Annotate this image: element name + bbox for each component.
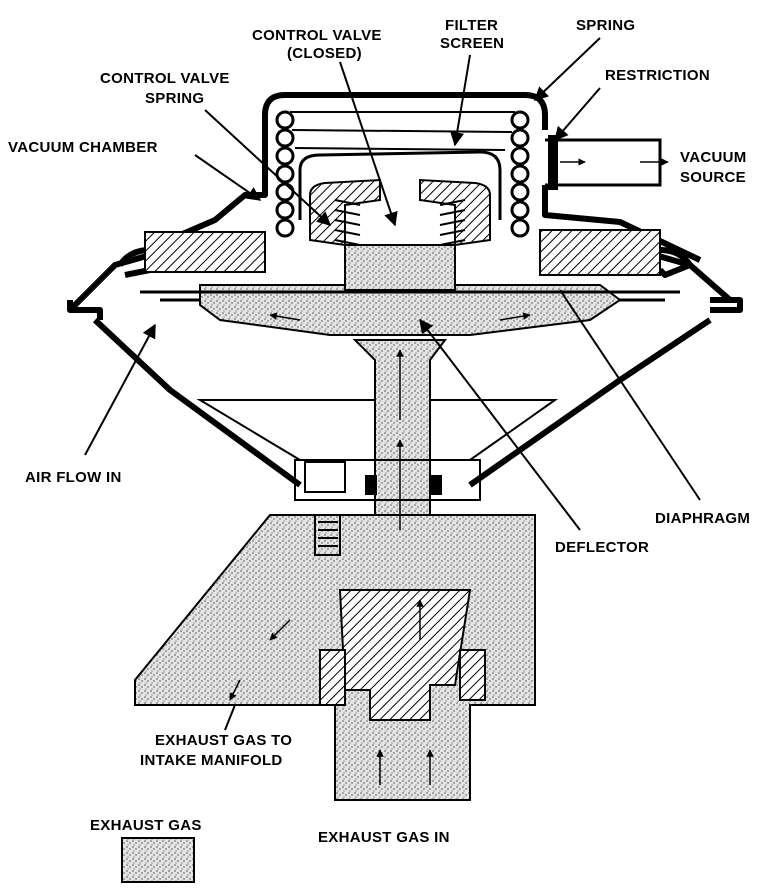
label-exhaust-gas-to-line2: INTAKE MANIFOLD bbox=[140, 752, 283, 769]
legend-exhaust-gas-swatch bbox=[121, 837, 195, 883]
leader-lines bbox=[84, 37, 701, 731]
left-flange bbox=[67, 300, 103, 320]
main-spring-right bbox=[510, 110, 530, 238]
label-vacuum-source-line2: SOURCE bbox=[680, 169, 746, 186]
control-valve-spring bbox=[334, 199, 466, 246]
label-control-valve-closed-line1: CONTROL VALVE bbox=[252, 27, 382, 44]
label-exhaust-gas-in: EXHAUST GAS IN bbox=[318, 829, 450, 846]
right-retainer bbox=[539, 229, 661, 276]
screw-thread bbox=[314, 514, 341, 556]
flow-arrows bbox=[229, 312, 531, 785]
label-vacuum-source-line1: VACUUM bbox=[680, 149, 747, 166]
seat-left bbox=[319, 649, 346, 706]
label-air-flow-in: AIR FLOW IN bbox=[25, 469, 122, 486]
label-deflector: DEFLECTOR bbox=[555, 539, 649, 556]
label-exhaust-gas-to-line1: EXHAUST GAS TO bbox=[155, 732, 292, 749]
control-valve bbox=[344, 244, 456, 291]
label-diaphragm: DIAPHRAGM bbox=[655, 510, 750, 527]
seat-right bbox=[459, 649, 486, 701]
label-control-valve-closed-line2: (CLOSED) bbox=[287, 45, 362, 62]
valve-pintle bbox=[338, 589, 472, 721]
main-spring-left bbox=[275, 110, 295, 238]
label-spring: SPRING bbox=[576, 17, 635, 34]
diaphragm-plate bbox=[199, 284, 622, 336]
spring-coils bbox=[290, 111, 515, 151]
filter-screen bbox=[298, 150, 502, 220]
label-restriction: RESTRICTION bbox=[605, 67, 710, 84]
seal-left bbox=[365, 475, 377, 495]
adjust-screw-head bbox=[304, 461, 346, 493]
legend-exhaust-gas-label: EXHAUST GAS bbox=[90, 817, 202, 834]
right-flange bbox=[710, 297, 743, 313]
seal-right bbox=[430, 475, 442, 495]
diaphragm-membrane bbox=[140, 290, 680, 302]
label-filter-screen-line1: FILTER bbox=[445, 17, 498, 34]
label-filter-screen-line2: SCREEN bbox=[440, 35, 504, 52]
restriction-orifice bbox=[548, 135, 558, 190]
base-collar bbox=[294, 459, 481, 501]
right-lip bbox=[657, 247, 693, 278]
label-control-valve-spring-line1: CONTROL VALVE bbox=[100, 70, 230, 87]
label-vacuum-chamber: VACUUM CHAMBER bbox=[8, 139, 158, 156]
left-retainer bbox=[144, 231, 266, 273]
label-control-valve-spring-line2: SPRING bbox=[145, 90, 204, 107]
